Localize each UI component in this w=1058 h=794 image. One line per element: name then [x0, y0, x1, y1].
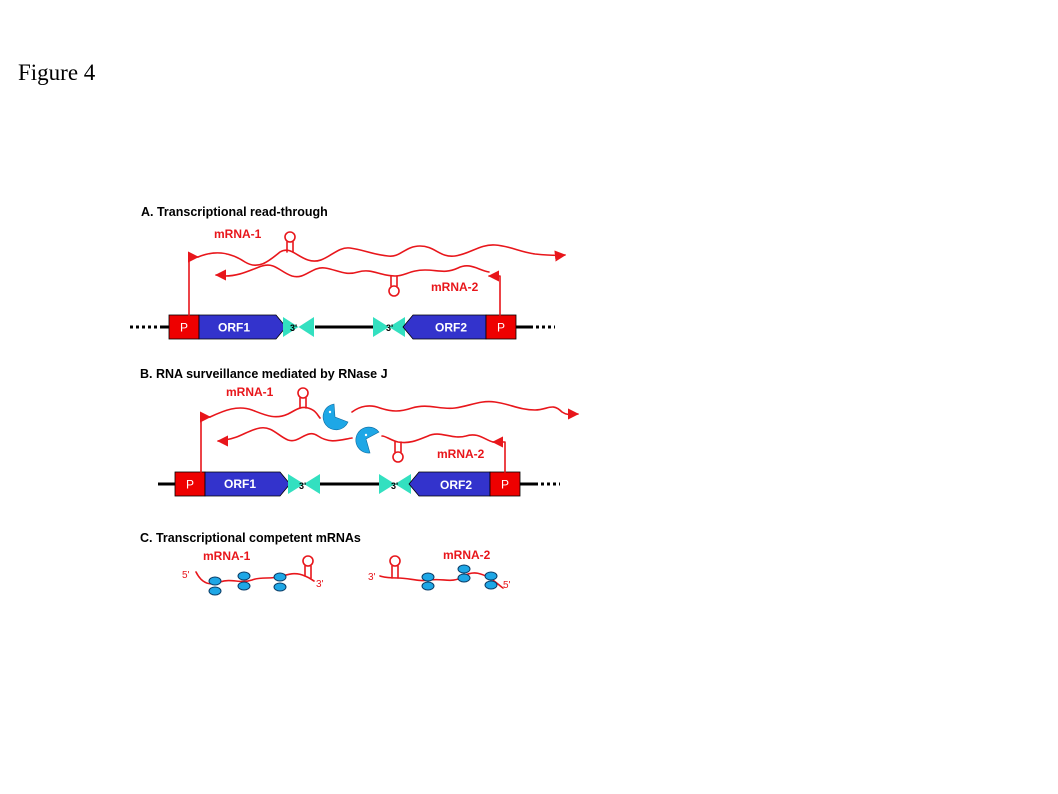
panel-c-mrna2-label: mRNA-2 [443, 548, 491, 562]
mrna1-label: mRNA-1 [214, 227, 262, 241]
mrna1-hairpin-loop [297, 387, 309, 399]
panel-c-mrna2-hairpin-loop [389, 555, 401, 567]
mrna1-hairpin-loop [284, 231, 296, 243]
ribosome-icon [484, 580, 498, 590]
orf2-label: ORF2 [440, 478, 472, 492]
mrna1-transcript-5prime [209, 406, 321, 419]
promoter-box-left [168, 314, 200, 340]
mrna2-label: mRNA-2 [437, 447, 485, 461]
mrna2-hairpin-stem [394, 441, 402, 453]
tss-arrow-mrna1 [187, 251, 200, 316]
terminator-left-icon [288, 474, 320, 494]
mrna1-transcript [197, 244, 567, 267]
promoter-box-right [485, 314, 517, 340]
terminator-right-label: 3' [386, 323, 393, 333]
panel-c-mrna1-label: mRNA-1 [203, 549, 251, 563]
panel-c-mrna2-hairpin-stem [391, 565, 399, 579]
ribosome-icon [457, 573, 471, 583]
ribosomes-mrna2 [421, 564, 498, 591]
ribosome-icon [484, 571, 498, 581]
mrna2-3prime-label: 3' [368, 572, 376, 583]
mrna1-hairpin-stem [286, 241, 294, 253]
panel-c-mrna1-hairpin-loop [302, 555, 314, 567]
mrna1-3prime-label: 3' [316, 579, 324, 590]
ribosomes-mrna1 [208, 571, 287, 596]
promoter-label-right: P [497, 321, 505, 335]
panel-b-title: B. RNA surveillance mediated by RNase J [140, 367, 388, 381]
orf2-arrow-box [408, 471, 491, 497]
orf1-label: ORF1 [224, 477, 256, 491]
terminator-left-icon [283, 317, 314, 337]
terminator-left-label: 3' [299, 481, 306, 491]
orf2-arrow-box [402, 314, 487, 340]
orf1-arrow-box [204, 471, 291, 497]
terminator-left-label: 3' [290, 323, 297, 333]
ribosome-icon [208, 586, 222, 596]
ribosome-icon [237, 581, 251, 591]
mrna2-hairpin-stem [390, 275, 398, 287]
mrna1-label: mRNA-1 [226, 385, 274, 399]
promoter-box-left [174, 471, 206, 497]
tss-arrow-mrna2 [487, 270, 501, 316]
mrna2-hairpin-loop [388, 285, 400, 297]
panel-b: B. RNA surveillance mediated by RNase J … [140, 367, 580, 497]
mrna1-hairpin-stem [299, 397, 307, 409]
terminator-right-label: 3' [391, 481, 398, 491]
rnase-j-eye [328, 410, 332, 414]
rnase-j-icon [355, 426, 380, 454]
tss-arrow-mrna2 [491, 436, 506, 473]
orf1-arrow-box [198, 314, 287, 340]
panel-c-title: C. Transcriptional competent mRNAs [140, 531, 361, 545]
panel-c-mrna1-hairpin-stem [304, 565, 312, 579]
panel-a-title: A. Transcriptional read-through [141, 205, 328, 219]
ribosome-icon [457, 564, 471, 574]
rnase-j-icon [322, 403, 349, 431]
mrna2-transcript-5prime [381, 433, 494, 444]
ribosome-icon [273, 582, 287, 592]
ribosome-icon [208, 576, 222, 586]
panel-a: A. Transcriptional read-through P ORF1 3… [130, 205, 567, 340]
promoter-label-left: P [180, 321, 188, 335]
panel-c: C. Transcriptional competent mRNAs mRNA-… [140, 531, 511, 596]
mrna1-5prime-label: 5' [182, 570, 190, 581]
tss-arrow-mrna1 [199, 411, 212, 473]
ribosome-icon [273, 572, 287, 582]
rnase-j-eye [364, 433, 368, 437]
mrna2-transcript-3prime [216, 426, 353, 447]
orf1-label: ORF1 [218, 321, 250, 335]
ribosome-icon [421, 581, 435, 591]
ribosome-icon [421, 572, 435, 582]
terminator-right-icon [373, 317, 405, 337]
ribosome-icon [237, 571, 251, 581]
mrna2-transcript [214, 264, 490, 281]
mrna2-hairpin-loop [392, 451, 404, 463]
orf2-label: ORF2 [435, 321, 467, 335]
promoter-label-right: P [501, 478, 509, 492]
mrna2-label: mRNA-2 [431, 280, 479, 294]
terminator-right-icon [379, 474, 411, 494]
figure-title: Figure 4 [18, 60, 96, 85]
mrna2-5prime-label: 5' [503, 580, 511, 591]
promoter-label-left: P [186, 478, 194, 492]
mrna1-transcript-3prime [351, 400, 580, 420]
